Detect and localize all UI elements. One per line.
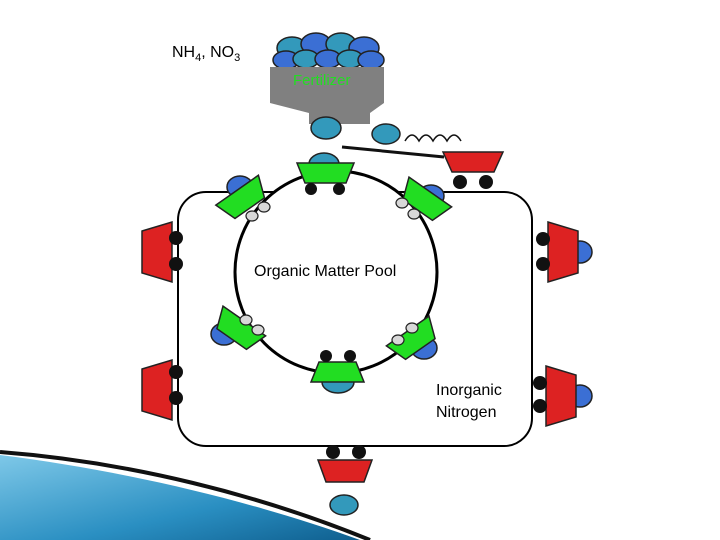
formula-nh: NH xyxy=(172,44,196,61)
fertilizer-label: Fertilizer xyxy=(293,72,351,89)
enzyme-green-upper-left xyxy=(214,174,271,222)
enzyme-red-left-lower xyxy=(141,358,183,422)
fertilizer-hopper xyxy=(270,32,385,140)
enzyme-red-left-upper xyxy=(141,220,183,284)
enzyme-green-lower-right xyxy=(385,314,438,361)
fertilizer-formula-label: NH4, NO3 xyxy=(172,44,240,64)
enzyme-green-top xyxy=(295,152,356,195)
inorganic-label-line2: Nitrogen xyxy=(436,404,497,421)
enzyme-green-lower-left xyxy=(210,304,267,351)
enzyme-red-right-lower xyxy=(533,364,593,428)
enzyme-red-bottom xyxy=(316,445,374,516)
fertilizer-drop xyxy=(310,116,342,140)
enzyme-red-right-upper xyxy=(536,220,593,284)
formula-sub-3: 3 xyxy=(234,52,241,65)
fertilizer-flow-line xyxy=(341,123,462,159)
fertilizer-molecules xyxy=(272,32,385,70)
organic-matter-pool-label: Organic Matter Pool xyxy=(254,263,397,280)
formula-no: , NO xyxy=(201,44,235,61)
decorative-swoosh xyxy=(0,450,371,540)
enzyme-green-upper-right xyxy=(395,175,453,222)
inorganic-nitrogen-label: Inorganic Nitrogen xyxy=(436,380,546,424)
inorganic-label-line1: Inorganic xyxy=(436,382,502,399)
enzyme-green-bottom xyxy=(309,350,366,394)
enzyme-red-top xyxy=(441,151,505,189)
formula-sub-4: 4 xyxy=(195,52,202,65)
